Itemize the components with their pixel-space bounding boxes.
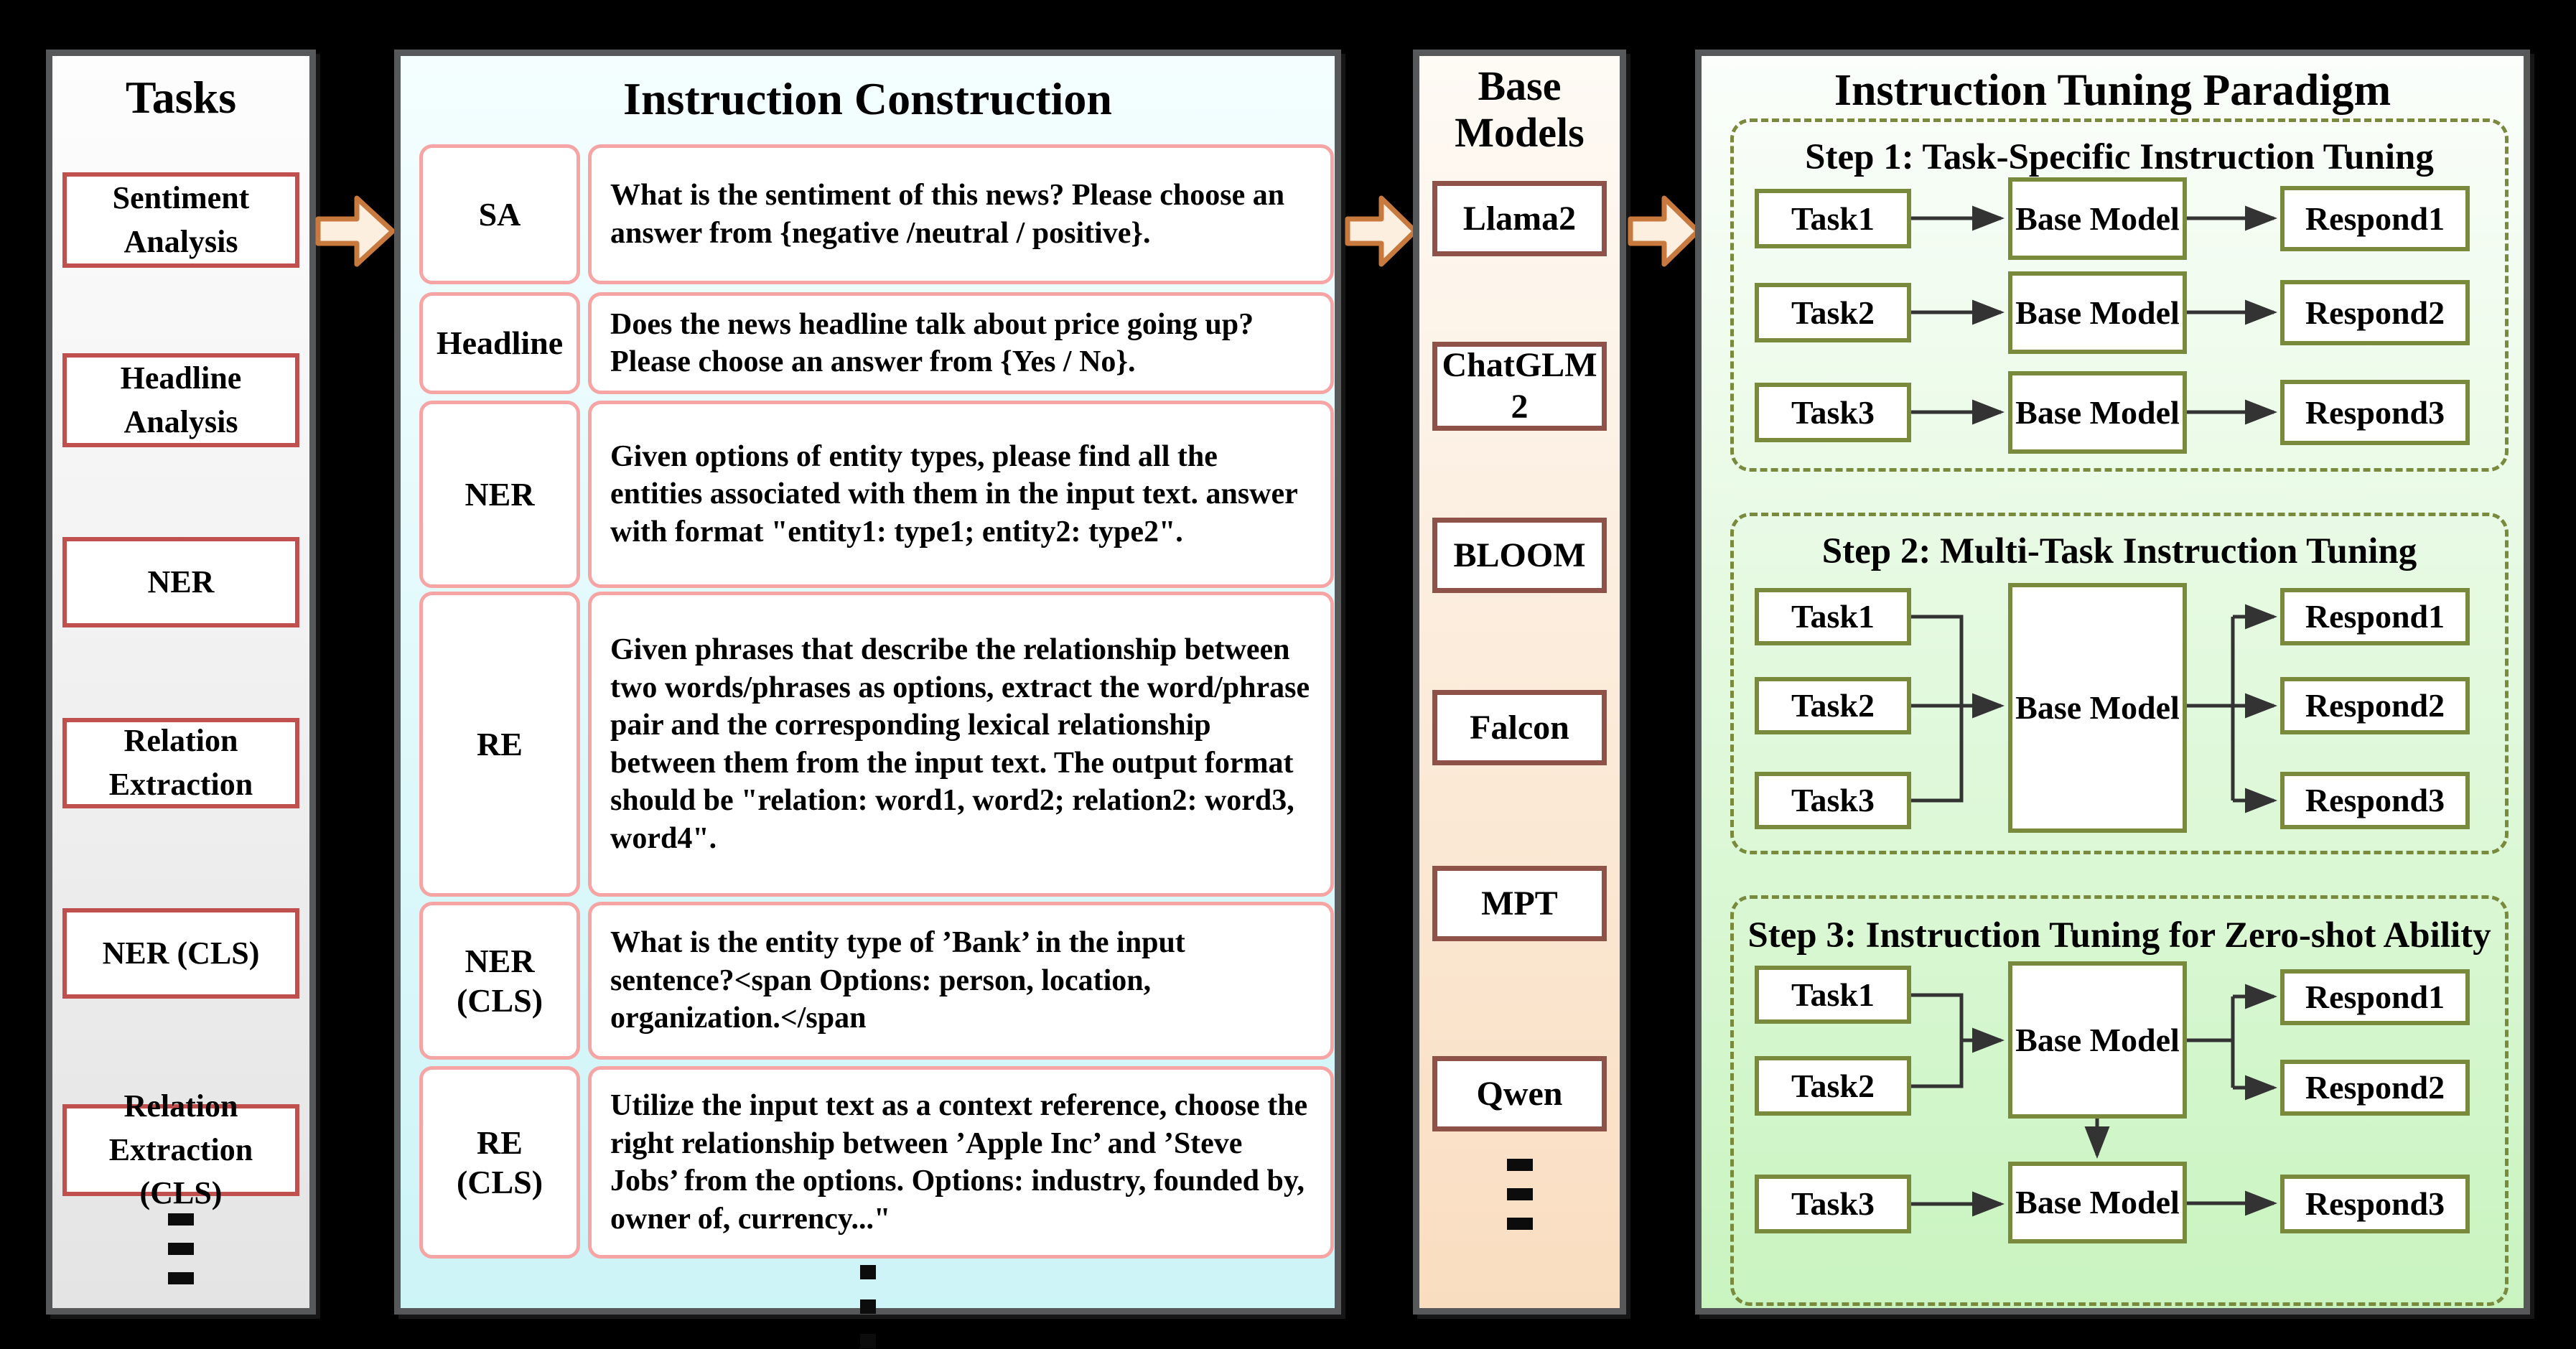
step1-base-model1-box: Base Model <box>2008 177 2187 260</box>
instruction-label-ner-cls: NER (CLS) <box>419 902 580 1060</box>
step3-title: Step 3: Instruction Tuning for Zero-shot… <box>1747 915 2491 956</box>
instruction-text-ner-cls: What is the entity type of ’Bank’ in the… <box>588 902 1334 1060</box>
model-item-mpt: MPT <box>1432 866 1607 941</box>
step2-task1-box: Task1 <box>1755 588 1911 645</box>
task-item-headline-analysis: Headline Analysis <box>62 353 299 447</box>
instruction-text-sa: What is the sentiment of this news? Plea… <box>588 144 1334 284</box>
step3-respond3-box: Respond3 <box>2280 1175 2470 1233</box>
step2-connectors <box>1911 604 2277 813</box>
vertical-ellipsis-icon <box>401 1265 1335 1348</box>
step2-respond1-box: Respond1 <box>2280 588 2470 645</box>
instruction-text-re: Given phrases that describe the relation… <box>588 592 1334 897</box>
base-models-title: Base Models <box>1455 62 1585 156</box>
step3-container: Step 3: Instruction Tuning for Zero-shot… <box>1730 895 2509 1306</box>
step2-title: Step 2: Multi-Task Instruction Tuning <box>1821 531 2417 571</box>
step3-respond1-box: Respond1 <box>2280 969 2470 1025</box>
paradigm-title: Instruction Tuning Paradigm <box>1834 66 2391 115</box>
step1-base-model2-box: Base Model <box>2008 271 2187 354</box>
step2-task3-box: Task3 <box>1755 772 1911 829</box>
step3-task2-box: Task2 <box>1755 1056 1911 1116</box>
step3-connectors <box>1911 984 2277 1217</box>
instruction-label-sa: SA <box>419 144 580 284</box>
step2-container: Step 2: Multi-Task Instruction Tuning Ta… <box>1730 513 2509 854</box>
instruction-text-headline: Does the news headline talk about price … <box>588 292 1334 394</box>
step1-task2-box: Task2 <box>1755 283 1911 342</box>
flow-arrow-models-to-tuning <box>1628 195 1701 267</box>
step3-task3-box: Task3 <box>1755 1175 1911 1233</box>
step2-task2-box: Task2 <box>1755 677 1911 734</box>
step3-task1-box: Task1 <box>1755 966 1911 1024</box>
task-item-relation-extraction: Relation Extraction <box>62 718 299 808</box>
task-item-ner-cls: NER (CLS) <box>62 908 299 999</box>
instruction-text-re-cls: Utilize the input text as a context refe… <box>588 1066 1334 1259</box>
step1-connectors <box>1911 205 2277 425</box>
instruction-text-ner: Given options of entity types, please fi… <box>588 401 1334 588</box>
task-item-ner: NER <box>62 537 299 627</box>
step3-base-model-top-box: Base Model <box>2008 961 2187 1119</box>
step1-task3-box: Task3 <box>1755 383 1911 442</box>
instruction-tuning-paradigm-panel: Instruction Tuning Paradigm Step 1: Task… <box>1695 50 2530 1315</box>
model-item-llama2: Llama2 <box>1432 181 1607 256</box>
flow-arrow-instructions-to-models <box>1345 195 1418 267</box>
instruction-label-ner: NER <box>419 401 580 588</box>
instruction-label-re: RE <box>419 592 580 897</box>
step1-task1-box: Task1 <box>1755 189 1911 248</box>
step1-base-model3-box: Base Model <box>2008 371 2187 454</box>
base-models-panel: Base Models Llama2 ChatGLM2 BLOOM Falcon… <box>1413 50 1626 1315</box>
step1-respond3-box: Respond3 <box>2280 380 2470 445</box>
instruction-construction-panel: Instruction Construction SA What is the … <box>394 50 1341 1348</box>
instruction-label-headline: Headline <box>419 292 580 394</box>
step3-respond2-box: Respond2 <box>2280 1060 2470 1116</box>
model-item-chatglm2: ChatGLM2 <box>1432 342 1607 431</box>
step2-respond3-box: Respond3 <box>2280 772 2470 829</box>
tasks-panel: Tasks Sentiment Analysis Headline Analys… <box>46 50 316 1315</box>
vertical-ellipsis-icon <box>52 1213 309 1284</box>
step1-respond1-box: Respond1 <box>2280 186 2470 251</box>
task-item-relation-extraction-cls: Relation Extraction (CLS) <box>62 1088 299 1210</box>
instruction-label-re-cls: RE (CLS) <box>419 1066 580 1259</box>
instruction-construction-title: Instruction Construction <box>623 73 1112 124</box>
model-item-falcon: Falcon <box>1432 690 1607 765</box>
step3-base-model-bottom-box: Base Model <box>2008 1162 2187 1243</box>
step2-respond2-box: Respond2 <box>2280 677 2470 734</box>
step1-title: Step 1: Task-Specific Instruction Tuning <box>1805 137 2434 177</box>
model-item-bloom: BLOOM <box>1432 518 1607 593</box>
task-item-sentiment-analysis: Sentiment Analysis <box>62 172 299 268</box>
model-item-qwen: Qwen <box>1432 1056 1607 1131</box>
step2-base-model-box: Base Model <box>2008 583 2187 833</box>
step1-respond2-box: Respond2 <box>2280 280 2470 345</box>
tasks-panel-title: Tasks <box>125 72 237 123</box>
flow-arrow-tasks-to-instructions <box>315 195 396 267</box>
vertical-ellipsis-icon <box>1419 1159 1620 1230</box>
step1-container: Step 1: Task-Specific Instruction Tuning… <box>1730 118 2509 472</box>
